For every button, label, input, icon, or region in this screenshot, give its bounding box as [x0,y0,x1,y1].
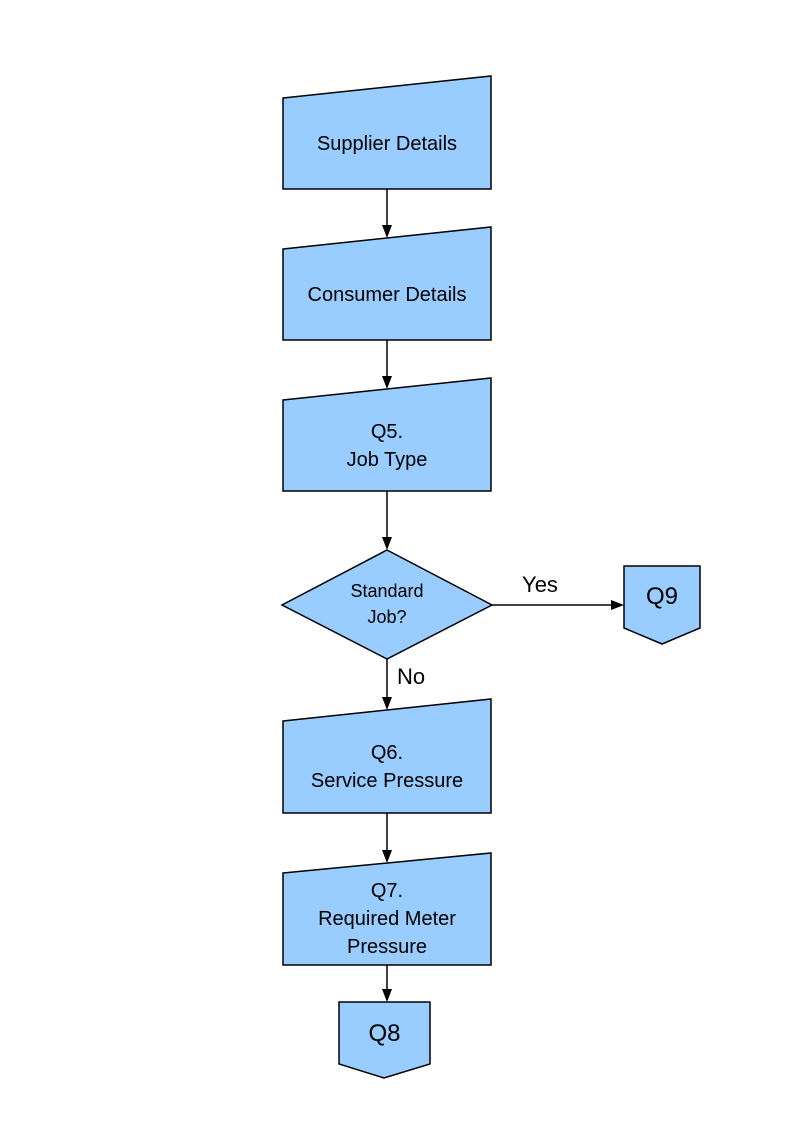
node-consumer-details [282,226,492,341]
node-standard-job-decision [280,549,494,660]
arrow-q5-to-decision [382,491,392,550]
arrow-supplier-to-consumer [382,189,392,238]
node-q7-required-meter-pressure [282,852,492,966]
arrow-decision-to-q9 [492,600,624,610]
node-supplier-details [282,75,492,190]
arrow-q6-to-q7 [382,813,392,863]
arrow-q7-to-q8 [382,965,392,1002]
arrow-consumer-to-q5 [382,340,392,389]
node-q8-connector [338,1001,431,1079]
node-q6-service-pressure [282,698,492,814]
node-q5-job-type [282,377,492,492]
arrow-decision-to-q6 [382,659,392,710]
node-q9-connector [623,565,701,645]
